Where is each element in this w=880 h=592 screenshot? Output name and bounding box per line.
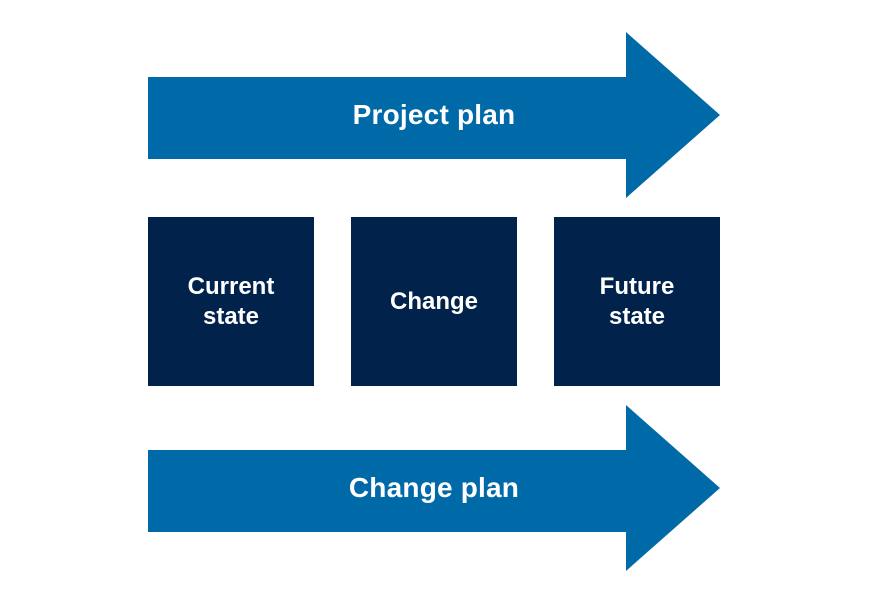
change-plan-arrow: Change plan — [148, 405, 720, 571]
change-plan-arrow-shape — [148, 405, 720, 571]
stage-current-state: Current state — [148, 217, 314, 386]
stage-future-state-label: Future state — [599, 272, 675, 330]
project-plan-arrow-shape — [148, 32, 720, 198]
stage-future-state: Future state — [554, 217, 720, 386]
project-plan-arrow: Project plan — [148, 32, 720, 198]
stage-change-label: Change — [389, 287, 478, 315]
stage-change: Change — [351, 217, 517, 386]
change-plan-label: Change plan — [348, 472, 520, 503]
stage-current-state-label: Current state — [187, 272, 275, 330]
project-plan-label: Project plan — [352, 99, 516, 130]
